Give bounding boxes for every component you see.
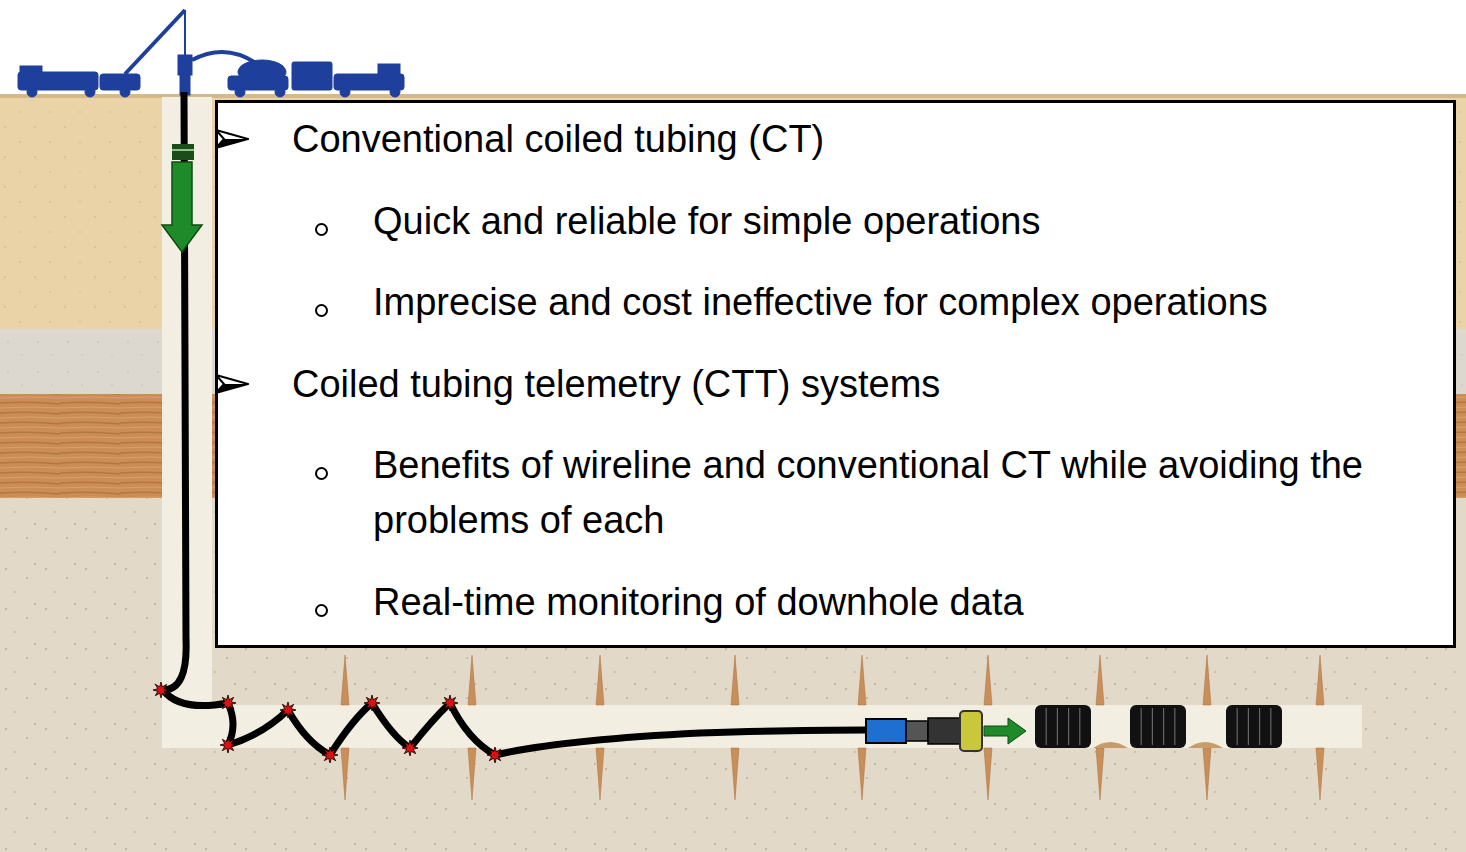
- bullet-circle: [315, 223, 328, 236]
- bullet-heading: Coiled tubing telemetry (CTT) systems: [292, 357, 1447, 412]
- connector: [172, 144, 194, 160]
- bullet-arrow: [215, 373, 249, 395]
- bullet-circle: [315, 604, 328, 617]
- bullet-circle: [315, 467, 328, 480]
- plugs: [1035, 705, 1282, 748]
- bullet-item: Imprecise and cost ineffective for compl…: [373, 275, 1447, 330]
- direction-arrow: [984, 718, 1026, 744]
- bullet-circle: [315, 304, 328, 317]
- bullet-item: Benefits of wireline and conventional CT…: [373, 438, 1373, 548]
- surface-trucks: [18, 10, 404, 97]
- surface-line: [0, 94, 1466, 98]
- tool-body: [866, 719, 906, 743]
- bullet-item: Quick and reliable for simple operations: [373, 194, 1447, 249]
- bullet-arrow: [215, 128, 249, 150]
- sand-pile: [1093, 742, 1128, 748]
- bullet-item: Real-time monitoring of downhole data: [373, 575, 1447, 630]
- text-box: Conventional coiled tubing (CT) Quick and…: [215, 100, 1456, 648]
- flow-arrow: [162, 162, 202, 252]
- contact-points: [153, 682, 503, 763]
- tool-collar: [960, 711, 982, 751]
- tool-body: [928, 718, 960, 744]
- tool-body: [906, 721, 928, 741]
- ground-layer: [0, 97, 1466, 852]
- sand-pile: [1188, 742, 1223, 748]
- bullet-heading: Conventional coiled tubing (CT): [292, 112, 1447, 167]
